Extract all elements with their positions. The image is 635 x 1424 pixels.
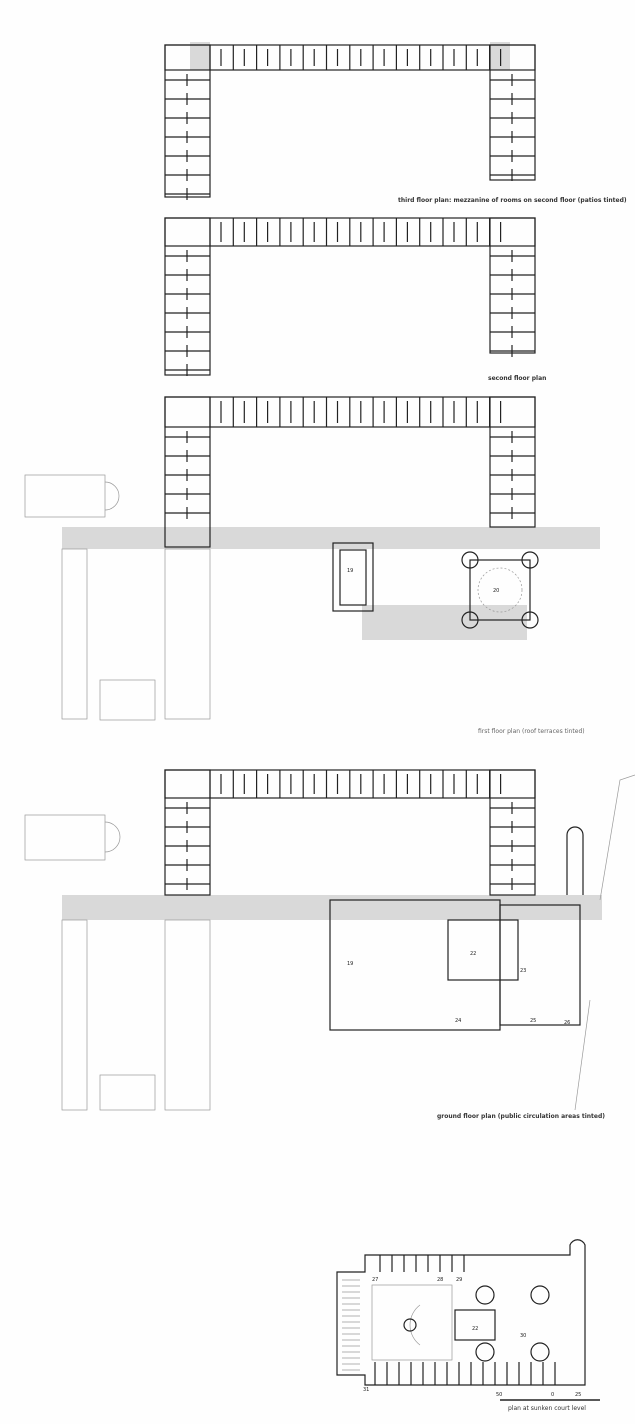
scale-label: 0 bbox=[551, 1392, 554, 1398]
central-hall-block bbox=[461, 551, 539, 629]
room-label: 23 bbox=[520, 968, 526, 974]
room-label: 20 bbox=[493, 588, 499, 594]
caption-ground-floor: ground floor plan (public circulation ar… bbox=[437, 1113, 606, 1120]
room-label: 22 bbox=[470, 951, 476, 957]
room-label: 26 bbox=[564, 1020, 570, 1026]
sunken-court-plan: 27 28 29 22 30 31 50 0 25 bbox=[336, 1239, 600, 1401]
room-label: 24 bbox=[455, 1018, 461, 1024]
room-label: 22 bbox=[472, 1326, 478, 1332]
scale-label: 25 bbox=[575, 1392, 581, 1398]
scale-label: 50 bbox=[496, 1392, 502, 1398]
room-label: 27 bbox=[372, 1277, 378, 1283]
first-floor-plan: 19 20 bbox=[24, 396, 600, 721]
room-label: 30 bbox=[520, 1333, 526, 1339]
room-label: 19 bbox=[347, 568, 353, 574]
room-label: 19 bbox=[347, 961, 353, 967]
caption-third-floor: third floor plan: mezzanine of rooms on … bbox=[398, 197, 627, 204]
caption-second-floor: second floor plan bbox=[488, 375, 547, 382]
room-label: 28 bbox=[437, 1277, 443, 1283]
room-label: 31 bbox=[363, 1387, 369, 1393]
caption-sunken-court: plan at sunken court level bbox=[508, 1405, 586, 1412]
second-floor-plan bbox=[164, 217, 536, 376]
caption-first-floor: first floor plan (roof terraces tinted) bbox=[478, 728, 585, 735]
ground-floor-plan: 19 22 23 24 25 26 bbox=[24, 769, 635, 1111]
third-floor-plan bbox=[164, 42, 536, 200]
room-label: 29 bbox=[456, 1277, 462, 1283]
scale-bar: 50 0 25 bbox=[496, 1392, 600, 1401]
room-label: 25 bbox=[530, 1018, 536, 1024]
